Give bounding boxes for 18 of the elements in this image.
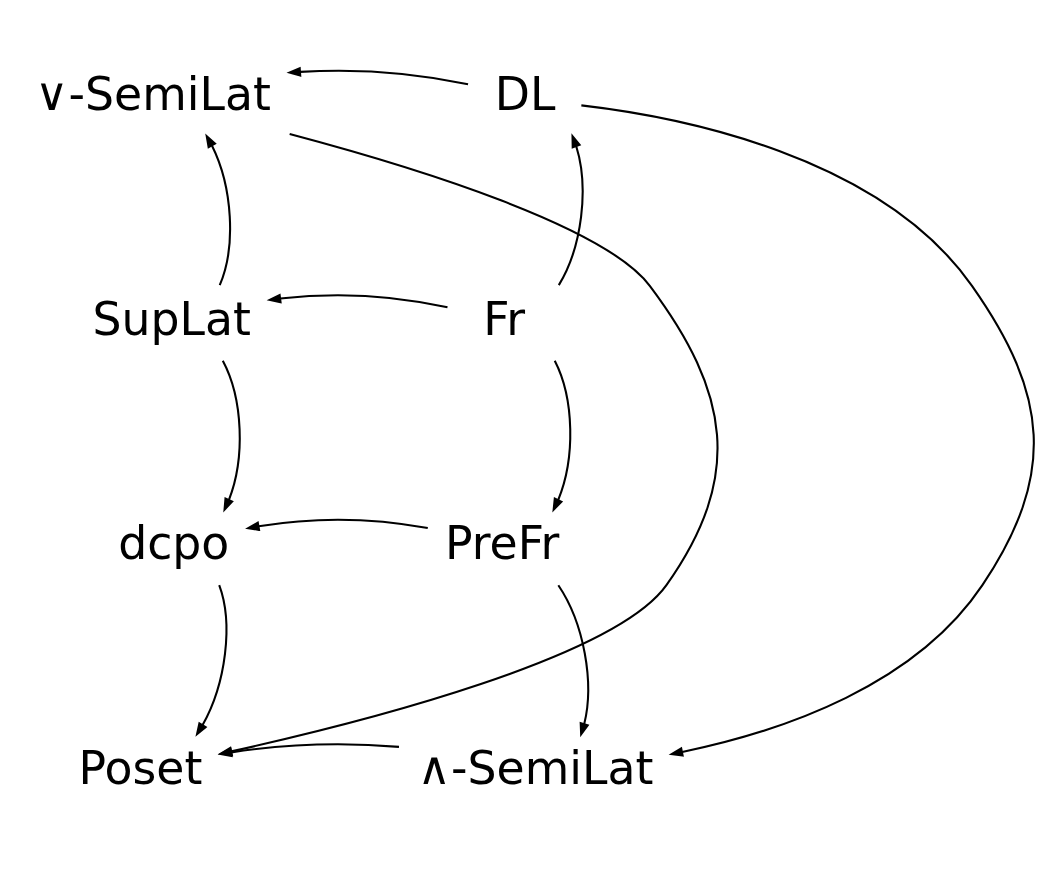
- arrow: [221, 359, 241, 512]
- node-text: dcpo: [118, 516, 230, 570]
- arrow: [286, 66, 469, 85]
- arrow: [557, 132, 584, 286]
- node-text: ∨-SemiLat: [35, 67, 271, 121]
- node-text: Fr: [483, 292, 526, 346]
- node-text: ∧-SemiLat: [417, 741, 654, 795]
- arrow: [557, 584, 590, 737]
- arrow: [552, 359, 572, 512]
- arrow: [205, 132, 232, 285]
- node-text: PreFr: [444, 516, 560, 570]
- node-text: SupLat: [92, 292, 251, 346]
- arrow: [245, 518, 428, 531]
- arrow: [195, 584, 228, 737]
- node-text: DL: [494, 67, 556, 121]
- arrow: [266, 292, 448, 308]
- arrow: [581, 103, 1035, 757]
- node-text: Poset: [78, 741, 203, 795]
